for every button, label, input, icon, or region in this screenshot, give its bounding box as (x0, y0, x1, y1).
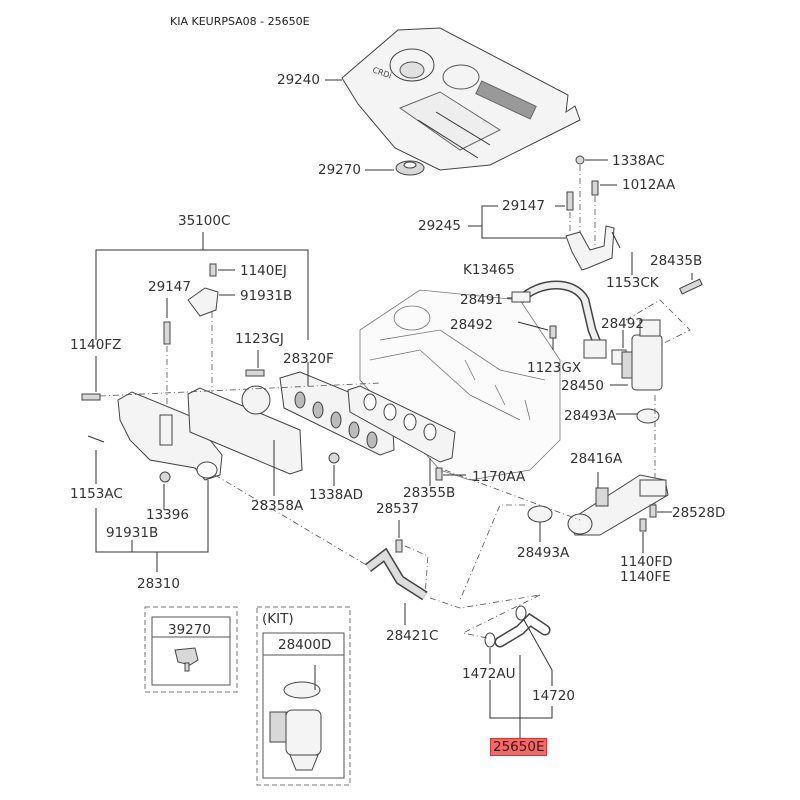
callout-1472AU[interactable]: 1472AU (462, 666, 516, 682)
callout-91931B-top[interactable]: 91931B (240, 288, 293, 304)
diagram-title: KIA KEURPSA08 - 25650E (170, 15, 310, 28)
kit-inset-box (256, 606, 351, 786)
callout-1012AA[interactable]: 1012AA (622, 177, 676, 193)
callout-28310[interactable]: 28310 (137, 576, 180, 592)
callout-28358A[interactable]: 28358A (251, 498, 304, 514)
callout-28491[interactable]: 28491 (460, 292, 503, 308)
callout-28320F[interactable]: 28320F (283, 351, 334, 367)
callout-1338AD[interactable]: 1338AD (309, 487, 363, 503)
callout-28493A-bottom[interactable]: 28493A (517, 545, 570, 561)
callout-29147-left[interactable]: 29147 (148, 279, 191, 295)
egr-valve-part (621, 319, 663, 391)
kit-inset-label[interactable]: 28400D (278, 637, 332, 653)
callout-29147-top[interactable]: 29147 (502, 198, 545, 214)
callout-91931B-bottom[interactable]: 91931B (106, 525, 159, 541)
callout-35100C[interactable]: 35100C (178, 213, 231, 229)
callout-28493A-top[interactable]: 28493A (564, 408, 617, 424)
callout-13396[interactable]: 13396 (146, 507, 189, 523)
engine-cover-part (341, 27, 581, 171)
egr-cooler-part (567, 474, 669, 536)
callout-29245[interactable]: 29245 (418, 218, 461, 234)
callout-K13465[interactable]: K13465 (463, 262, 515, 278)
callout-28450[interactable]: 28450 (561, 378, 604, 394)
kit-tag-label: (KIT) (262, 611, 294, 627)
callout-1153AC[interactable]: 1153AC (70, 486, 123, 502)
sensor-part (174, 647, 199, 666)
callout-28435B[interactable]: 28435B (650, 253, 703, 269)
callout-28528D[interactable]: 28528D (672, 505, 726, 521)
callout-28355B[interactable]: 28355B (403, 485, 456, 501)
callout-1123GX[interactable]: 1123GX (527, 360, 582, 376)
callout-1140EJ[interactable]: 1140EJ (240, 263, 287, 279)
callout-1140FE[interactable]: 1140FE (620, 569, 671, 585)
kit-part (285, 709, 322, 756)
callout-1140FD[interactable]: 1140FD (620, 554, 673, 570)
callout-28492-right[interactable]: 28492 (601, 316, 644, 332)
callout-1123GJ[interactable]: 1123GJ (235, 331, 284, 347)
callout-28492-left[interactable]: 28492 (450, 317, 493, 333)
callout-29240[interactable]: 29240 (277, 72, 320, 88)
callout-28537[interactable]: 28537 (376, 501, 419, 517)
callout-14720[interactable]: 14720 (532, 688, 575, 704)
sensor-inset-label[interactable]: 39270 (168, 622, 211, 638)
callout-1170AA[interactable]: 1170AA (472, 469, 526, 485)
callout-29270[interactable]: 29270 (318, 162, 361, 178)
callout-1140FZ[interactable]: 1140FZ (70, 337, 122, 353)
callout-28416A[interactable]: 28416A (570, 451, 623, 467)
callout-1153CK[interactable]: 1153CK (606, 275, 659, 291)
callout-1338AC[interactable]: 1338AC (612, 153, 665, 169)
callout-25650E-highlighted[interactable]: 25650E (490, 738, 548, 756)
callout-28421C[interactable]: 28421C (386, 628, 439, 644)
